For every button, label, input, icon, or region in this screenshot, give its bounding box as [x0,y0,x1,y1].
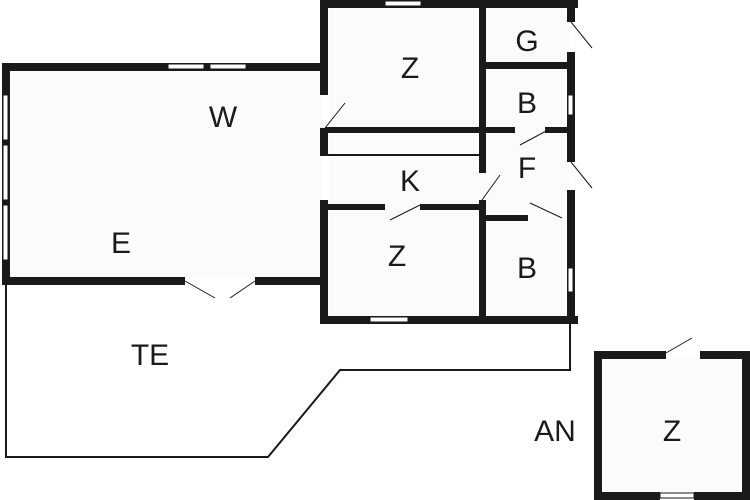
room-label-dining: E [111,227,131,260]
room-label-bedroom-bottom: Z [388,240,406,273]
room-label-bathroom-bottom: B [517,252,537,285]
doors [184,21,693,354]
room-label-annex-bedroom: Z [663,415,681,448]
room-label-kitchen: K [400,165,420,198]
room-label-living: W [209,101,238,134]
room-label-terrace: TE [131,339,169,372]
windows [2,0,695,499]
room-label-bathroom-top: B [517,87,537,120]
room-label-storage: G [515,25,538,58]
annex-label: AN [534,415,576,448]
terrace-outline [5,282,571,458]
room-label-bedroom-top: Z [401,52,419,85]
room-fills [9,8,742,492]
room-label-hall: F [518,152,536,185]
